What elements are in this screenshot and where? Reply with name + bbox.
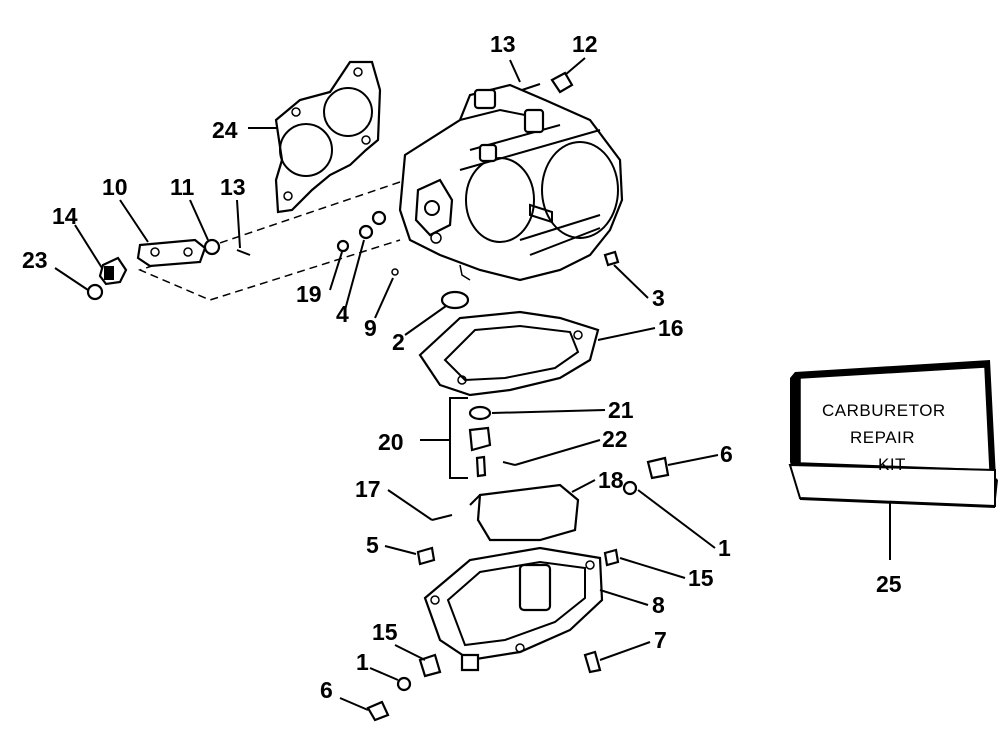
callout-11: 11 [170, 174, 195, 200]
kit-line-1: CARBURETOR [822, 401, 946, 420]
needle-washer [468, 405, 492, 421]
jet-15-bottom [418, 653, 442, 678]
callout-17: 17 [355, 476, 381, 502]
washer-1-bottom [396, 676, 412, 692]
washer-1-right [622, 480, 638, 496]
kit-line-3: KIT [878, 455, 906, 474]
bowl-gasket [418, 310, 600, 397]
callout-9: 9 [364, 315, 377, 341]
screw-5 [416, 546, 436, 566]
callout-5: 5 [366, 532, 379, 558]
kit-line-2: REPAIR [850, 428, 915, 447]
fitting-12 [550, 71, 574, 94]
callout-25: 25 [876, 571, 902, 597]
callout-8: 8 [652, 592, 665, 618]
callout-7: 7 [654, 627, 667, 653]
callout-14: 14 [52, 203, 78, 229]
washer-23 [86, 283, 104, 301]
callout-6-right: 6 [720, 441, 733, 467]
callout-19: 19 [296, 281, 322, 307]
callout-20: 20 [378, 429, 404, 455]
float [469, 483, 580, 542]
carburetor-body [398, 83, 624, 282]
screw-19 [336, 239, 350, 253]
callout-23: 23 [22, 247, 48, 273]
callout-4: 4 [336, 301, 349, 327]
plug-2 [440, 290, 470, 310]
ball-9 [391, 268, 399, 276]
screw-3 [603, 250, 620, 267]
callout-2: 2 [392, 329, 405, 355]
callout-1-bottom: 1 [356, 649, 369, 675]
callout-18: 18 [598, 467, 624, 493]
callout-15-bottom: 15 [372, 619, 398, 645]
dashed-assembly-line [137, 181, 401, 301]
seal-ring [371, 210, 387, 226]
callout-16: 16 [658, 315, 684, 341]
throttle-link-arm [136, 238, 207, 268]
pin-13-left [236, 249, 251, 256]
needle [475, 455, 487, 478]
callout-24: 24 [212, 117, 238, 143]
repair-kit-box: CARBURETOR REPAIR KIT [788, 360, 998, 508]
callout-13-top: 13 [490, 31, 516, 57]
callout-22: 22 [602, 426, 628, 452]
leader-lines [54, 57, 891, 711]
washer-4 [358, 224, 374, 240]
callout-10: 10 [102, 174, 128, 200]
callout-1-right: 1 [718, 535, 731, 561]
plug-6-right [646, 456, 670, 480]
callout-21: 21 [608, 397, 634, 423]
callout-3: 3 [652, 285, 665, 311]
clip-22 [502, 461, 516, 466]
needle-seat [468, 426, 492, 452]
link-bushing [98, 256, 128, 286]
washer-11 [203, 238, 221, 256]
bolt-7 [583, 650, 602, 674]
float-bowl [423, 546, 604, 672]
plug-6-bottom [366, 700, 390, 722]
needle-valve-bracket [420, 397, 468, 479]
top-gasket [274, 60, 382, 214]
jet-15-right [603, 548, 620, 567]
pin-13-top [521, 83, 541, 91]
float-pin-17 [431, 514, 453, 521]
callout-6-bottom: 6 [320, 677, 333, 703]
callout-13-left: 13 [220, 174, 246, 200]
callout-15-right: 15 [688, 565, 714, 591]
callout-12: 12 [572, 31, 598, 57]
